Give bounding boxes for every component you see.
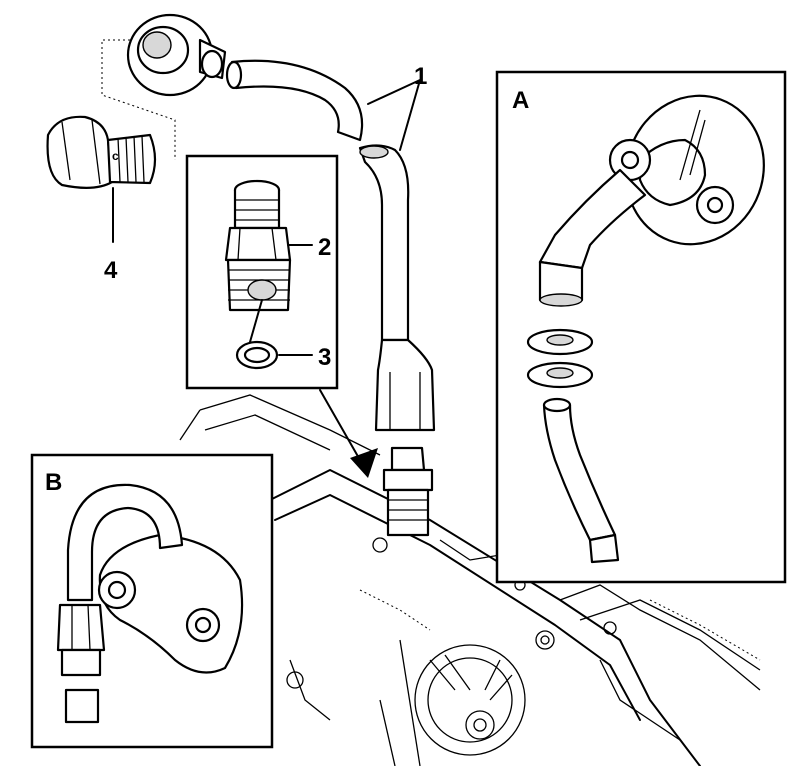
- pipe-union-nut: [374, 338, 436, 537]
- washer-part-3: [235, 340, 279, 370]
- banjo-fitting: [126, 13, 227, 97]
- inset-a-washers: [526, 328, 594, 389]
- detail-inset-frame: [185, 154, 339, 390]
- callout-1: 1: [414, 63, 427, 90]
- inset-a-label: A: [512, 87, 529, 114]
- callout-3: 3: [318, 344, 331, 371]
- pipe-1-upper: [225, 59, 410, 342]
- plug-part-4: c: [46, 115, 157, 189]
- inset-a-fitting: [538, 94, 765, 307]
- adapter-part-2: [224, 179, 292, 312]
- engine-block: [179, 394, 761, 766]
- inset-b-fitting: [56, 483, 244, 724]
- leader-washer-to-adapter: [249, 299, 263, 343]
- inset-a-pipe: [542, 397, 620, 564]
- inset-pointer-arrow: [350, 448, 378, 478]
- inset-pointer: [319, 389, 361, 461]
- svg-text:c: c: [112, 149, 119, 163]
- callout-4: 4: [104, 257, 118, 284]
- inset-b-label: B: [45, 469, 62, 496]
- callout-2: 2: [318, 234, 331, 261]
- leader-1: [367, 79, 421, 151]
